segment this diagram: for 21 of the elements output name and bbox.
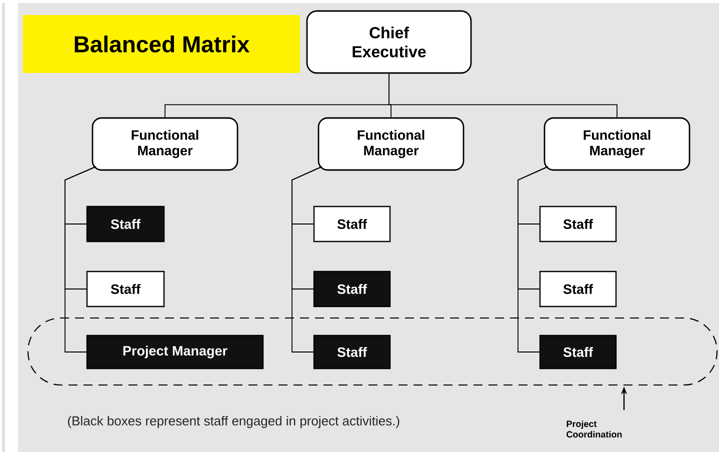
executive-box: Chief Executive	[306, 10, 472, 74]
title-banner: Balanced Matrix	[23, 15, 300, 73]
staff-box: Staff	[86, 270, 165, 308]
manager-box: Functional Manager	[92, 117, 238, 171]
staff-box: Staff	[313, 206, 391, 242]
annotation-text: Project Coordination	[566, 420, 622, 438]
staff-box: Staff	[86, 206, 165, 242]
manager-box: Functional Manager	[318, 117, 464, 171]
manager-box: Functional Manager	[544, 117, 690, 171]
project-boundary	[27, 317, 718, 386]
staff-box: Staff	[539, 334, 617, 370]
staff-box: Staff	[539, 270, 617, 308]
connector-line	[388, 73, 618, 118]
staff-box: Staff	[539, 206, 617, 242]
connector-line	[292, 166, 322, 352]
connector-line	[64, 166, 96, 352]
note-text: (Black boxes represent staff engaged in project activities.)	[68, 416, 400, 428]
staff-box: Staff	[313, 334, 391, 370]
connector-line	[518, 166, 548, 352]
staff-box: Project Manager	[86, 334, 264, 370]
staff-box: Staff	[313, 270, 391, 308]
